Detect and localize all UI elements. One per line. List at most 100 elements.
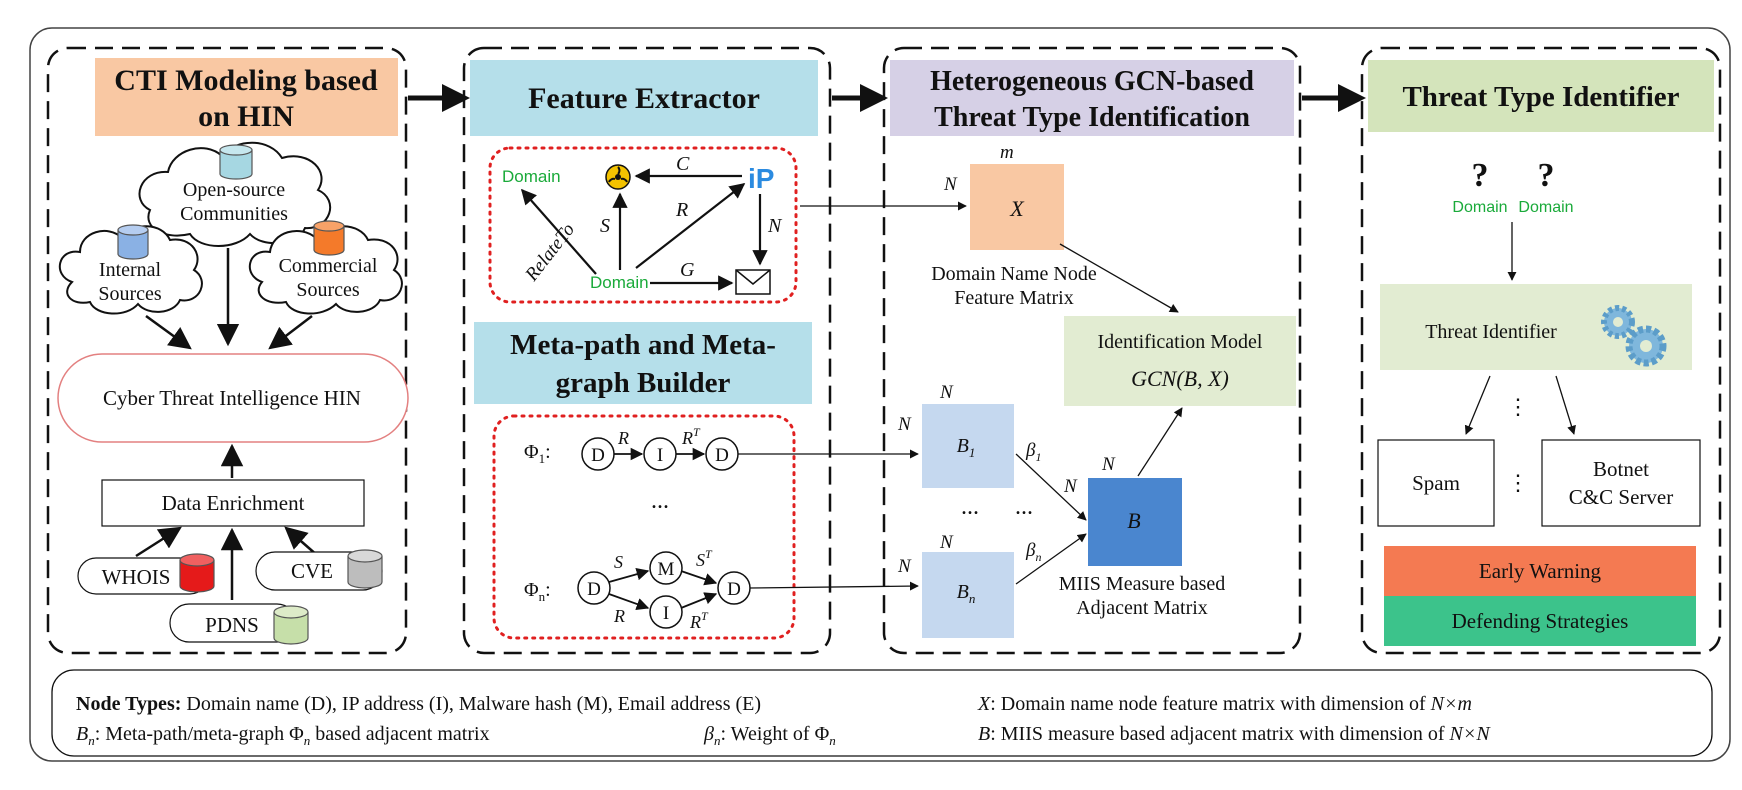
arrow-b-to-model [1137,407,1183,477]
cloud-open-source-line1: Open-source [183,179,285,201]
phin-label: Φn: [524,579,551,604]
vdots-mid: ⋮ [1507,470,1529,495]
metapath-ellipsis: ... [651,488,669,514]
defending-bar [1384,596,1696,646]
email-icon [735,269,771,295]
mp1-edge-r: R [617,428,629,448]
b-n-left: N [1063,476,1078,497]
edge-label-s: S [600,215,610,237]
gcn-title-line2: Threat Type Identification [934,102,1250,133]
hin-label: Cyber Threat Intelligence HIN [103,386,361,410]
miis-caption-line2: Adjacent Matrix [1076,597,1208,619]
hin-capsule [57,353,409,443]
database-icon-commercial [313,220,345,256]
ip-icon: iP [748,163,774,194]
svg-text:iP: iP [748,163,774,194]
threat-identifier-label: Threat Identifier [1425,321,1557,343]
mg-node-d1: D [587,579,601,600]
arrow-to-botnet [1555,375,1576,435]
database-icon-open-source [219,144,253,180]
bn-n-top: N [939,532,954,553]
edge-label-n: N [767,215,783,237]
mg-node-i: I [663,603,669,624]
identification-model-box [1064,316,1296,406]
gcn-header [890,60,1294,136]
builder-title-line2: graph Builder [556,367,731,399]
legend-box [51,669,1713,757]
flow-arrows [408,84,1366,112]
builder-header [474,322,812,404]
gcn-title-line1: Heterogeneous GCN-based [930,66,1254,97]
data-enrichment-label: Data Enrichment [162,491,305,515]
mg-node-d2: D [727,579,741,600]
cloud-commercial [248,225,403,315]
database-icon-internal [117,224,149,260]
matrix-dots-1: ... [961,494,979,520]
matrix-b1 [922,404,1014,488]
legend-x: X: Domain name node feature matrix with … [977,693,1472,715]
b-n-top: N [1101,454,1116,475]
biohazard-icon [605,164,631,190]
schema-domain-top: Domain [502,167,561,186]
edge-domain-to-ip [635,183,746,269]
cloud-open-source-line2: Communities [180,203,288,225]
builder-title-line1: Meta-path and Meta- [510,329,776,361]
spam-box [1377,439,1495,527]
mp1-edge-rt: RT [681,425,701,448]
bn-n-left: N [897,556,912,577]
defending-label: Defending Strategies [1452,609,1629,633]
panel-cti-modeling [46,46,408,655]
matrix-b [1088,478,1182,566]
mg-edge-rt: RT [689,609,709,632]
b1-n-left: N [897,414,912,435]
legend-bn: Bn: Meta-path/meta-graph Φn based adjace… [76,723,490,748]
unknown-domain-1: Domain [1452,199,1507,216]
mp1-node-d1: D [591,445,605,466]
feature-matrix-x-label: X [1009,196,1025,221]
arrow-internal-to-hin [145,314,192,350]
arrow-bn-to-b [1015,533,1087,585]
cloud-internal-line1: Internal [99,259,162,281]
feature-matrix-x [970,164,1064,250]
edge-label-relate: RelateTo [521,219,579,285]
cve-label: CVE [291,559,333,583]
cti-header [95,58,398,136]
vdots-top: ⋮ [1507,394,1529,419]
matrix-bn-label: Bn [957,581,976,606]
miis-caption-line1: MIIS Measure based [1059,573,1226,595]
database-icon-pdns [273,605,309,645]
cloud-open-source [138,141,331,247]
feature-extractor-header [470,60,818,136]
identification-model-line1: Identification Model [1098,331,1263,353]
matrix-bn [922,552,1014,638]
legend-node-types: Node Types: Domain name (D), IP address … [76,693,761,715]
mp1-node-i: I [657,445,663,466]
betan-label: βn [1025,540,1041,564]
panel-gcn-identification [882,46,1302,655]
schema-domain-bottom: Domain [590,273,649,292]
early-warning-bar [1384,546,1696,596]
matrix-dots-2: ... [1015,494,1033,520]
arrow-x-to-model [1059,243,1179,313]
identification-model-line2: GCN(B, X) [1131,366,1229,391]
data-enrichment-box [101,479,365,527]
panel-threat-identifier [1360,46,1722,655]
arrow-to-spam [1464,375,1491,435]
botnet-label-line2: C&C Server [1569,485,1673,509]
b1-n-top: N [939,382,954,403]
metagraph-n [577,551,751,629]
threat-type-header [1368,60,1714,132]
cloud-internal [58,225,203,315]
panel-feature-extractor [462,46,832,655]
threat-type-title: Threat Type Identifier [1402,81,1679,113]
edge-label-c: C [676,153,690,175]
cti-title-line1: CTI Modeling based [114,64,378,97]
cti-title-line2: on HIN [198,100,294,133]
mg-edge-st: ST [696,547,713,570]
metapath-dotted-box [492,414,796,640]
pdns-label: PDNS [205,613,259,637]
unknown-domain-2: Domain [1518,199,1573,216]
feature-matrix-caption-line1: Domain Name Node [931,263,1097,285]
edge-relate-to [520,188,597,275]
spam-label: Spam [1412,471,1460,495]
